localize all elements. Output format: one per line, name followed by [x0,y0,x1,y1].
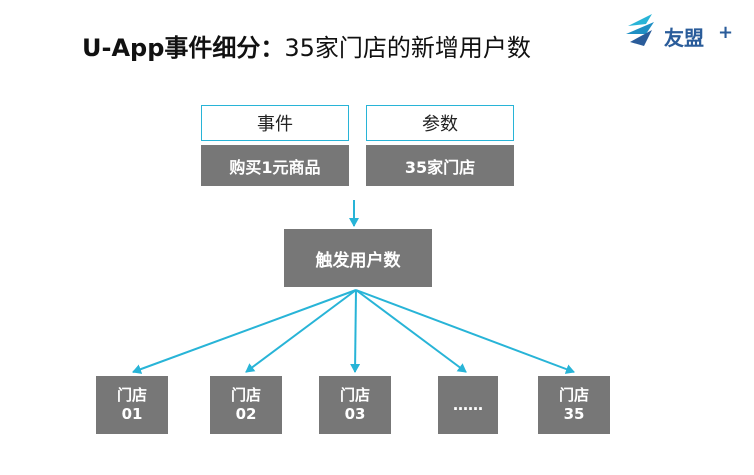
store-02-box: 门店 02 [210,376,282,434]
logo-text: 友盟 [664,26,704,50]
bird-logo-icon [626,14,654,46]
store-03-box: 门店 03 [319,376,391,434]
param-value: 35家门店 [366,145,514,186]
store-ellipsis-box: …… [438,376,498,434]
store-label: 门店 [339,386,370,404]
title-bold: U-App事件细分： [82,34,285,62]
param-header: 参数 [366,105,514,141]
store-ellipsis: …… [453,395,483,414]
store-number: 03 [344,405,366,423]
arrow-to-store-02 [245,289,357,373]
arrow-to-store-03 [350,289,361,373]
logo-plus: + [718,22,734,43]
arrow-to-store-35 [355,289,575,374]
event-header: 事件 [201,105,349,141]
event-value: 购买1元商品 [201,145,349,186]
store-label: 门店 [230,386,261,404]
arrow-to-store-01 [132,289,357,374]
store-number: 01 [121,405,143,423]
store-number: 35 [563,405,585,423]
store-01-box: 门店 01 [96,376,168,434]
store-label: 门店 [558,386,589,404]
slide-title: U-App事件细分：35家门店的新增用户数 [82,28,531,63]
title-light: 35家门店的新增用户数 [284,34,531,62]
arrow-to-store-more [355,289,467,373]
store-number: 02 [235,405,257,423]
store-35-box: 门店 35 [538,376,610,434]
store-label: 门店 [116,386,147,404]
umeng-logo: 友盟 + [622,10,742,60]
trigger-users-box: 触发用户数 [284,229,432,287]
